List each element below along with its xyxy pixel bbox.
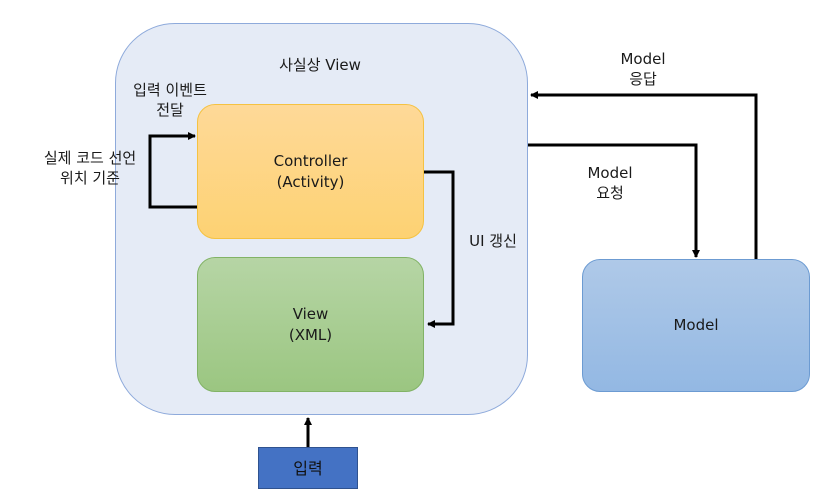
- input-event-loop-arrow: [148, 132, 197, 209]
- model-response-arrow: [530, 91, 758, 259]
- view-node[interactable]: View (XML): [197, 257, 424, 392]
- ui-update-label: UI 갱신: [469, 232, 517, 250]
- model-request-label: Model 요청: [587, 164, 633, 202]
- ui-update-arrow: [424, 170, 455, 328]
- model-response-label: Model 응답: [620, 50, 666, 88]
- controller-node[interactable]: Controller (Activity): [197, 104, 424, 239]
- input-event-label: 입력 이벤트 전달: [133, 81, 207, 119]
- model-node[interactable]: Model: [582, 259, 810, 392]
- input-node[interactable]: 입력: [258, 447, 358, 489]
- model-request-arrow: [528, 143, 700, 258]
- code-position-label: 실제 코드 선언 위치 기준: [43, 149, 137, 187]
- container-title: 사실상 View: [279, 56, 361, 74]
